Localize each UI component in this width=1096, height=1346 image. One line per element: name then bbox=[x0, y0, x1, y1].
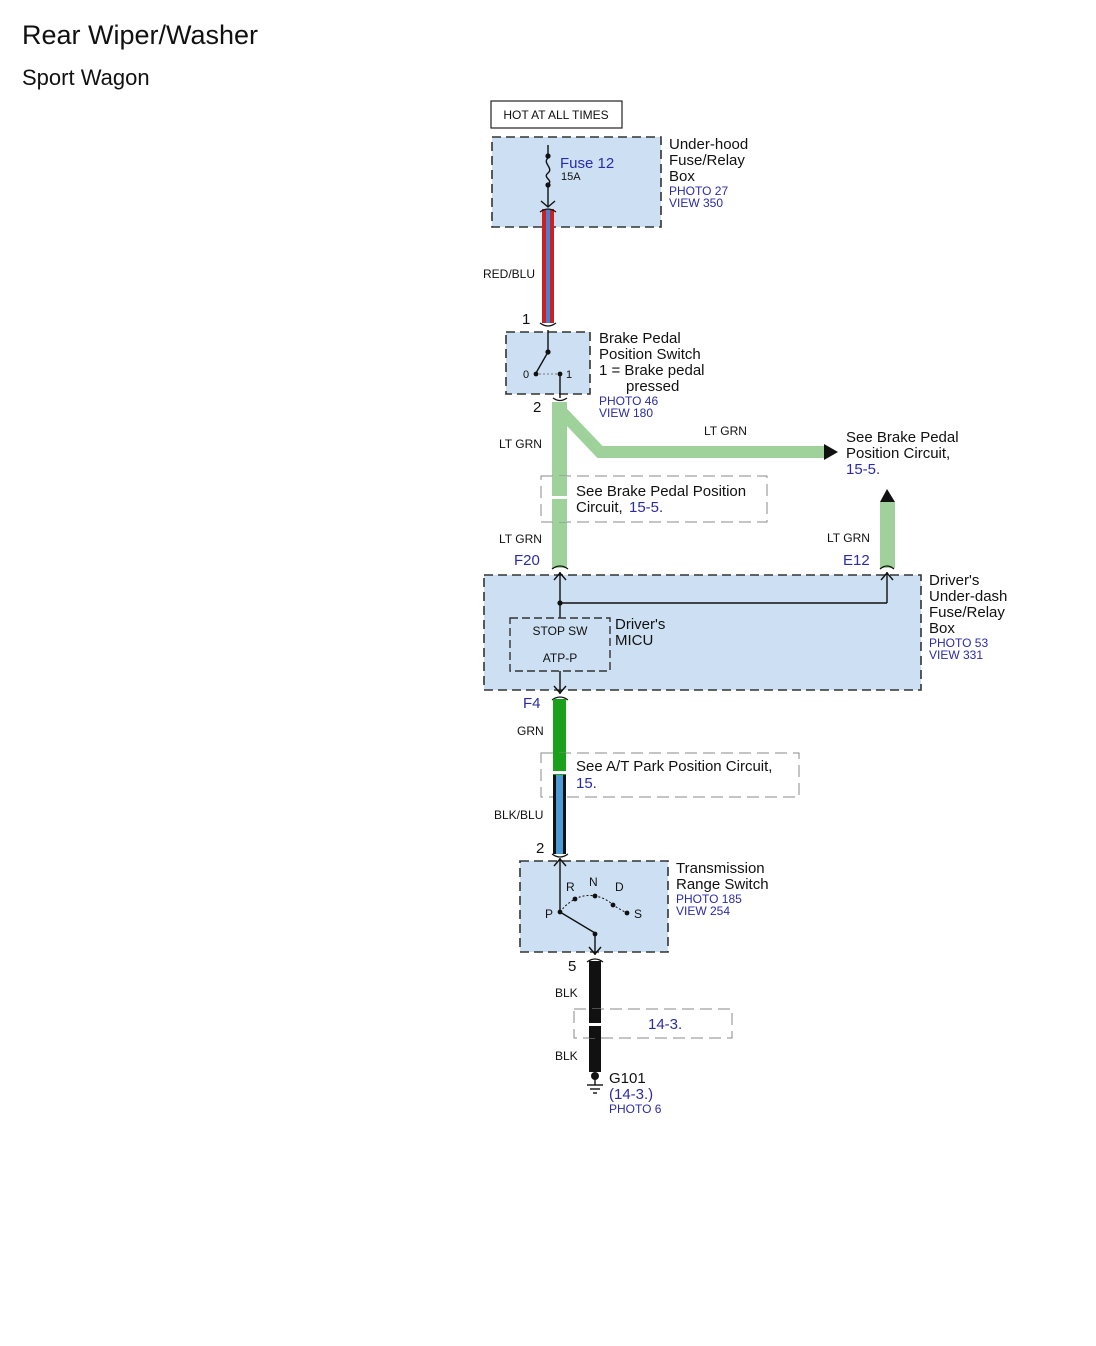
midref-at-park: See A/T Park Position Circuit, 15. bbox=[540, 752, 800, 798]
midref-link[interactable]: 15. bbox=[576, 775, 597, 792]
gear-position-label: S bbox=[634, 907, 642, 921]
pin-f20: F20 bbox=[514, 552, 540, 569]
brake-switch-name-line: pressed bbox=[626, 378, 679, 395]
page-title: Rear Wiper/Washer bbox=[22, 20, 259, 50]
underdash-view: VIEW 331 bbox=[929, 648, 983, 662]
ground-ref[interactable]: (14-3.) bbox=[609, 1086, 653, 1103]
wire-label: LT GRN bbox=[704, 424, 747, 438]
underdash-photo: PHOTO 53 bbox=[929, 636, 988, 650]
gear-position-label: N bbox=[589, 875, 598, 889]
midref-link[interactable]: 14-3. bbox=[648, 1016, 682, 1033]
pin-number: 2 bbox=[536, 840, 544, 857]
arrow-right-icon bbox=[824, 444, 838, 460]
pin-e12: E12 bbox=[843, 552, 870, 569]
pin-number: 2 bbox=[533, 399, 541, 416]
wire-label: LT GRN bbox=[827, 531, 870, 545]
brake-switch-name-line: Position Switch bbox=[599, 346, 701, 363]
transmission-range-switch: 2 R N D P S Transmission Range Switch PH… bbox=[519, 840, 769, 975]
micu-box bbox=[509, 617, 611, 672]
midref-ground: 14-3. bbox=[573, 1008, 733, 1039]
midref-line: See Brake Pedal Position bbox=[576, 483, 746, 500]
branch-ref-line: See Brake Pedal bbox=[846, 429, 959, 446]
midref-line: See A/T Park Position Circuit, bbox=[576, 758, 772, 775]
fuse-name: Fuse 12 bbox=[560, 155, 614, 172]
branch-ref-link[interactable]: 15-5. bbox=[846, 461, 880, 478]
wire-lt-grn-e12: LT GRN bbox=[827, 489, 895, 570]
ground-g101: G101 (14-3.) PHOTO 6 bbox=[587, 1070, 662, 1116]
underdash-name-line: Under-dash bbox=[929, 588, 1007, 605]
power-label: HOT AT ALL TIMES bbox=[503, 108, 608, 122]
underhood-name-line: Under-hood bbox=[669, 136, 748, 153]
page-subtitle: Sport Wagon bbox=[22, 65, 150, 90]
gear-position-label: D bbox=[615, 880, 624, 894]
pin-f4: F4 bbox=[523, 695, 541, 712]
underhood-name-line: Fuse/Relay bbox=[669, 152, 745, 169]
pin-number: 1 bbox=[522, 311, 530, 328]
underhood-photo: PHOTO 27 bbox=[669, 184, 728, 198]
brake-switch-photo: PHOTO 46 bbox=[599, 394, 658, 408]
underhood-fuse-box: Fuse 12 15A Under-hood Fuse/Relay Box PH… bbox=[491, 136, 748, 228]
gear-position-label: R bbox=[566, 880, 575, 894]
wire-red-blu: RED/BLU bbox=[483, 208, 557, 327]
brake-pedal-switch: 1 0 1 2 Brake Pedal Position Switch 1 = … bbox=[505, 311, 705, 420]
fuse-rating: 15A bbox=[561, 171, 581, 183]
branch-ref-line: Position Circuit, bbox=[846, 445, 950, 462]
arrow-up-icon bbox=[880, 489, 895, 502]
brake-switch-view: VIEW 180 bbox=[599, 406, 653, 420]
midref-link[interactable]: 15-5. bbox=[629, 499, 663, 516]
underhood-view: VIEW 350 bbox=[669, 196, 723, 210]
branch-reference: See Brake Pedal Position Circuit, 15-5. bbox=[846, 429, 959, 478]
ground-photo: PHOTO 6 bbox=[609, 1102, 662, 1116]
selector-arm-icon bbox=[559, 911, 596, 934]
micu-name-line: MICU bbox=[615, 632, 653, 649]
wire-label: BLK/BLU bbox=[494, 808, 543, 822]
ground-name: G101 bbox=[609, 1070, 646, 1087]
trans-switch-photo: PHOTO 185 bbox=[676, 892, 742, 906]
wire-label: BLK bbox=[555, 1049, 578, 1063]
atp-p-label: ATP-P bbox=[543, 651, 577, 665]
brake-switch-name-line: Brake Pedal bbox=[599, 330, 681, 347]
midref-line: Circuit, bbox=[576, 499, 623, 516]
pin-number: 5 bbox=[568, 958, 576, 975]
midref-brake-pedal: See Brake Pedal Position Circuit, 15-5. bbox=[540, 475, 768, 523]
ground-symbol-icon bbox=[587, 1084, 603, 1094]
underdash-name-line: Fuse/Relay bbox=[929, 604, 1005, 621]
wire-blk-blu: BLK/BLU bbox=[494, 797, 569, 858]
underdash-name-line: Driver's bbox=[929, 572, 979, 589]
stop-sw-label: STOP SW bbox=[533, 624, 589, 638]
micu-name-line: Driver's bbox=[615, 616, 665, 633]
wire-label: LT GRN bbox=[499, 532, 542, 546]
underdash-name-line: Box bbox=[929, 620, 955, 637]
underdash-fuse-box: F20 E12 STOP SW ATP-P Driver's MICU Driv… bbox=[483, 552, 1007, 712]
wire-label: LT GRN bbox=[499, 437, 542, 451]
wire-label: GRN bbox=[517, 724, 544, 738]
fuse-symbol-icon bbox=[545, 157, 551, 185]
wire-label: BLK bbox=[555, 986, 578, 1000]
wire-label: RED/BLU bbox=[483, 267, 535, 281]
gear-position-label: P bbox=[545, 907, 553, 921]
switch-position-label: 0 bbox=[523, 369, 529, 381]
switch-position-label: 1 bbox=[566, 369, 572, 381]
underhood-name-line: Box bbox=[669, 168, 695, 185]
trans-switch-name-line: Transmission bbox=[676, 860, 765, 877]
brake-switch-name-line: 1 = Brake pedal bbox=[599, 362, 705, 379]
trans-switch-name-line: Range Switch bbox=[676, 876, 769, 893]
power-label-box: HOT AT ALL TIMES bbox=[490, 100, 623, 129]
switch-contact-icon bbox=[535, 351, 549, 374]
trans-switch-view: VIEW 254 bbox=[676, 904, 730, 918]
